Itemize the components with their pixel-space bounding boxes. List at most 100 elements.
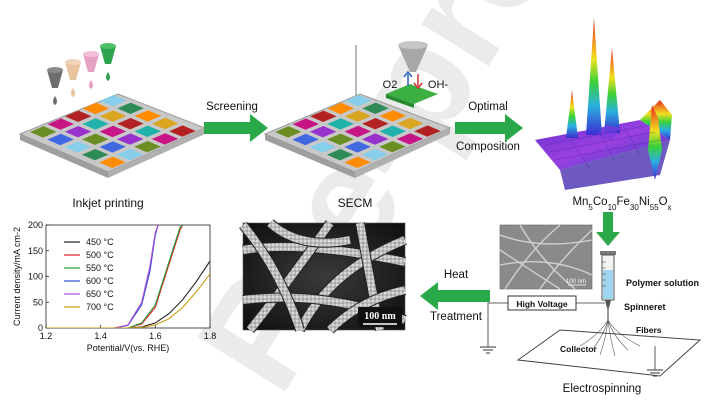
syringe — [600, 251, 616, 320]
grid-cell — [151, 117, 179, 130]
grid-cell — [396, 117, 424, 130]
grid-cell — [327, 118, 354, 130]
sem-scale-label: 100 nm — [364, 311, 396, 322]
grid-cell — [344, 110, 372, 122]
heat-label-line1: Heat — [444, 269, 469, 281]
grid-cell — [47, 118, 74, 130]
collector-plate: Collector Fibers — [516, 325, 702, 377]
grid-cell — [134, 125, 161, 137]
collector-label: Collector — [560, 344, 598, 354]
grid-cell — [379, 141, 406, 153]
series-line — [46, 225, 184, 328]
spinneret-label: Spinneret — [624, 302, 666, 312]
legend-label: 450 °C — [86, 237, 114, 247]
sem-fiber — [327, 286, 406, 333]
heat-treatment-arrow: Heat Treatment — [420, 269, 490, 323]
grid-cell — [414, 125, 441, 137]
peak-3 — [566, 90, 578, 138]
grid-cell — [379, 110, 407, 122]
grid-cell — [47, 133, 74, 146]
grid-cell — [361, 148, 389, 161]
grid-cell — [117, 102, 144, 114]
optimal-arrow: Optimal Composition — [455, 101, 523, 153]
secm-3d-surface — [535, 18, 672, 190]
inkjet-label: Inkjet printing — [72, 196, 143, 210]
grid-cell — [275, 126, 302, 138]
secm-zoom-tip: O2 OH- — [383, 41, 449, 108]
secm-panel: SECM O2 OH- — [263, 41, 452, 210]
series-line — [46, 273, 210, 328]
plot-area — [45, 224, 211, 329]
grid-cell — [99, 141, 126, 153]
secm-grid-cells — [275, 95, 441, 168]
x-tick-label: 1.6 — [149, 331, 162, 341]
grid-cell — [116, 133, 144, 145]
grid-cell — [99, 125, 127, 138]
sem-fiber — [239, 222, 304, 332]
legend-label: 650 °C — [86, 289, 114, 299]
sem-fiber — [267, 219, 351, 247]
grid-cell — [64, 141, 92, 153]
grid-cell — [82, 102, 109, 115]
y-tick-label: 50 — [33, 297, 43, 307]
sem-image: 100 nm — [239, 219, 407, 334]
o2-label: O2 — [383, 79, 398, 91]
heat-label-line2: Treatment — [430, 311, 483, 323]
y-tick-label: 200 — [28, 220, 43, 230]
composition-label: Mn5Co10Fe30Ni55Ox — [572, 196, 671, 212]
optimal-label-line1: Optimal — [468, 101, 508, 113]
grid-cell — [292, 133, 319, 146]
sem-fiber — [296, 236, 407, 332]
optimal-label-line2: Composition — [456, 141, 520, 153]
grid-cell — [81, 149, 109, 161]
nozzle-pink — [83, 51, 99, 89]
high-voltage-label: High Voltage — [516, 299, 568, 309]
grid-cell — [309, 126, 337, 138]
grid-cell — [134, 110, 162, 122]
electrospinning-label: Electrospinning — [563, 383, 642, 395]
composition-formula: Mn5Co10Fe30Ni55Ox — [572, 196, 671, 212]
down-arrow — [596, 212, 620, 246]
grid-cell — [65, 110, 92, 122]
x-tick-label: 1.2 — [40, 331, 53, 341]
grid-cell — [100, 95, 127, 107]
secm-label: SECM — [338, 196, 373, 210]
grid-cell — [310, 110, 337, 122]
screening-label: Screening — [206, 101, 258, 113]
legend-label: 700 °C — [86, 302, 114, 312]
secm-grid-plate — [263, 93, 452, 178]
grid-cell — [30, 126, 57, 138]
grid-cell — [345, 95, 372, 107]
grid-cell — [134, 141, 161, 153]
grid-cell — [82, 118, 109, 130]
grid-cell — [396, 133, 424, 145]
peak-2 — [604, 48, 620, 133]
ink-nozzles — [47, 43, 116, 105]
grid-cell — [169, 125, 196, 137]
grid-cell — [117, 118, 144, 130]
grid-cell — [327, 133, 354, 145]
high-voltage-box: High Voltage — [480, 295, 605, 354]
y-axis-label: Current density/mA cm-2 — [12, 227, 22, 326]
peak-1 — [586, 18, 602, 135]
legend-label: 500 °C — [86, 250, 114, 260]
grid-cell — [309, 141, 337, 153]
nozzle-tan — [65, 59, 81, 97]
inset-scale-label: 100 nm — [566, 279, 586, 285]
x-tick-label: 1.8 — [204, 331, 217, 341]
fibers-label: Fibers — [636, 325, 662, 335]
screening-arrow: Screening — [204, 101, 268, 142]
electrospinning-panel: 100 nm Polymer solution Spinneret High V… — [480, 224, 702, 395]
legend-label: 600 °C — [86, 276, 114, 286]
oh-label: OH- — [428, 79, 449, 91]
x-tick-label: 1.4 — [94, 331, 107, 341]
inkjet-grid-plate — [18, 93, 207, 178]
grid-cell — [99, 156, 126, 168]
grid-cell — [361, 133, 389, 145]
y-tick-label: 150 — [28, 246, 43, 256]
grid-cell — [292, 118, 319, 130]
grid-cell — [82, 133, 109, 145]
grid-cell — [99, 110, 127, 122]
